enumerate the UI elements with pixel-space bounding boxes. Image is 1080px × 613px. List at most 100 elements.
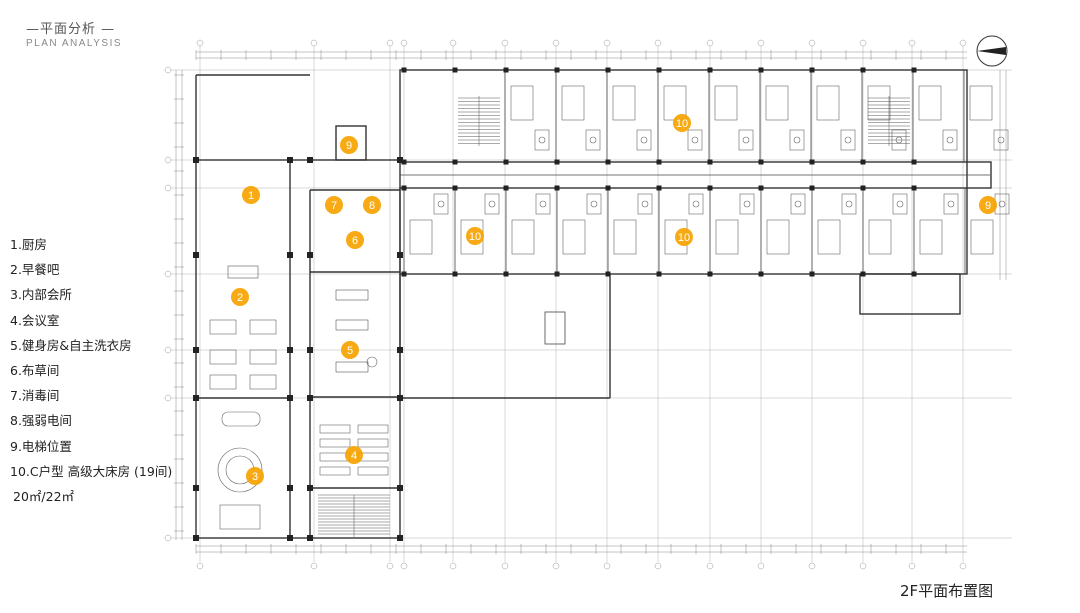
bed bbox=[970, 219, 994, 255]
bathroom bbox=[943, 193, 959, 215]
column bbox=[860, 67, 866, 73]
column bbox=[809, 67, 815, 73]
column bbox=[401, 159, 407, 165]
column bbox=[707, 159, 713, 165]
dining-table bbox=[209, 349, 237, 365]
dimension-lines bbox=[174, 50, 1007, 554]
legend-item: 8.强弱电间 bbox=[10, 413, 72, 429]
column bbox=[287, 347, 293, 353]
column bbox=[397, 485, 403, 491]
column bbox=[307, 252, 313, 258]
badge-4: 4 bbox=[345, 446, 363, 464]
axis-bubble bbox=[196, 562, 204, 570]
toilet bbox=[742, 136, 750, 144]
legend-item: 4.会议室 bbox=[10, 312, 60, 328]
axis-bubble bbox=[501, 562, 509, 570]
column bbox=[758, 185, 764, 191]
column bbox=[554, 185, 560, 191]
axis-bubble bbox=[386, 562, 394, 570]
bathroom bbox=[790, 193, 806, 215]
column bbox=[287, 485, 293, 491]
badge-circle bbox=[231, 288, 249, 306]
axis-bubble bbox=[757, 562, 765, 570]
toilet bbox=[946, 136, 954, 144]
badge-circle bbox=[242, 186, 260, 204]
legend-item: 7.消毒间 bbox=[10, 388, 60, 404]
badge-7: 7 bbox=[325, 196, 343, 214]
bathroom bbox=[994, 193, 1010, 215]
axis-bubble bbox=[164, 156, 172, 164]
column bbox=[605, 271, 611, 277]
meeting-desk bbox=[357, 466, 389, 476]
column bbox=[401, 67, 407, 73]
badge-circle bbox=[363, 196, 381, 214]
toilet bbox=[743, 200, 751, 208]
bed bbox=[613, 219, 637, 255]
column bbox=[656, 67, 662, 73]
toilet bbox=[844, 136, 852, 144]
meeting-desk bbox=[319, 438, 351, 448]
sofa bbox=[221, 411, 261, 427]
badge-circle bbox=[341, 341, 359, 359]
axis-bubble bbox=[310, 39, 318, 47]
north-arrow-icon bbox=[976, 35, 1008, 67]
axis-bubble bbox=[449, 562, 457, 570]
column bbox=[307, 347, 313, 353]
column bbox=[401, 271, 407, 277]
column bbox=[452, 271, 458, 277]
badge-circle bbox=[325, 196, 343, 214]
toilet bbox=[793, 136, 801, 144]
toilet bbox=[794, 200, 802, 208]
meeting-desk bbox=[319, 466, 351, 476]
toilet bbox=[640, 136, 648, 144]
bed bbox=[817, 219, 841, 255]
legend-item: 5.健身房&自主洗衣房 bbox=[10, 337, 132, 353]
dining-table bbox=[209, 374, 237, 390]
badge-circle bbox=[675, 228, 693, 246]
badge-circle bbox=[466, 227, 484, 245]
page-subtitle: PLAN ANALYSIS bbox=[26, 38, 123, 49]
column bbox=[307, 535, 313, 541]
axis-bubble bbox=[808, 39, 816, 47]
bed bbox=[919, 219, 943, 255]
bathroom bbox=[535, 193, 551, 215]
column bbox=[911, 159, 917, 165]
meeting-desk bbox=[357, 438, 389, 448]
bed bbox=[867, 85, 891, 121]
column bbox=[758, 271, 764, 277]
axis-bubble bbox=[386, 39, 394, 47]
bed bbox=[969, 85, 993, 121]
column bbox=[452, 67, 458, 73]
column bbox=[860, 271, 866, 277]
badge-label: 9 bbox=[346, 140, 352, 152]
badge-circle bbox=[979, 196, 997, 214]
badge-circle bbox=[673, 114, 691, 132]
badge-label: 10 bbox=[678, 232, 690, 244]
lounge-table bbox=[219, 504, 261, 530]
toilet bbox=[947, 200, 955, 208]
column bbox=[193, 485, 199, 491]
dining-table bbox=[249, 349, 277, 365]
column bbox=[656, 271, 662, 277]
bed bbox=[715, 219, 739, 255]
badge-10: 10 bbox=[673, 114, 691, 132]
axis-bubble bbox=[603, 39, 611, 47]
badge-6: 6 bbox=[346, 231, 364, 249]
bed bbox=[510, 85, 534, 121]
stairs bbox=[318, 96, 910, 537]
badge-label: 3 bbox=[252, 471, 258, 483]
drawing-caption: 2F平面布置图 bbox=[900, 582, 994, 600]
bed bbox=[918, 85, 942, 121]
toilet bbox=[538, 136, 546, 144]
column bbox=[307, 485, 313, 491]
header: —平面分析 — PLAN ANALYSIS bbox=[26, 18, 122, 49]
legend-area-note: 20㎡/22㎡ bbox=[13, 488, 75, 504]
legend-item: 3.内部会所 bbox=[10, 287, 72, 303]
axis-bubble bbox=[400, 39, 408, 47]
bed bbox=[765, 85, 789, 121]
axis-bubble bbox=[654, 39, 662, 47]
page-title: —平面分析 — bbox=[26, 22, 116, 37]
column bbox=[656, 159, 662, 165]
